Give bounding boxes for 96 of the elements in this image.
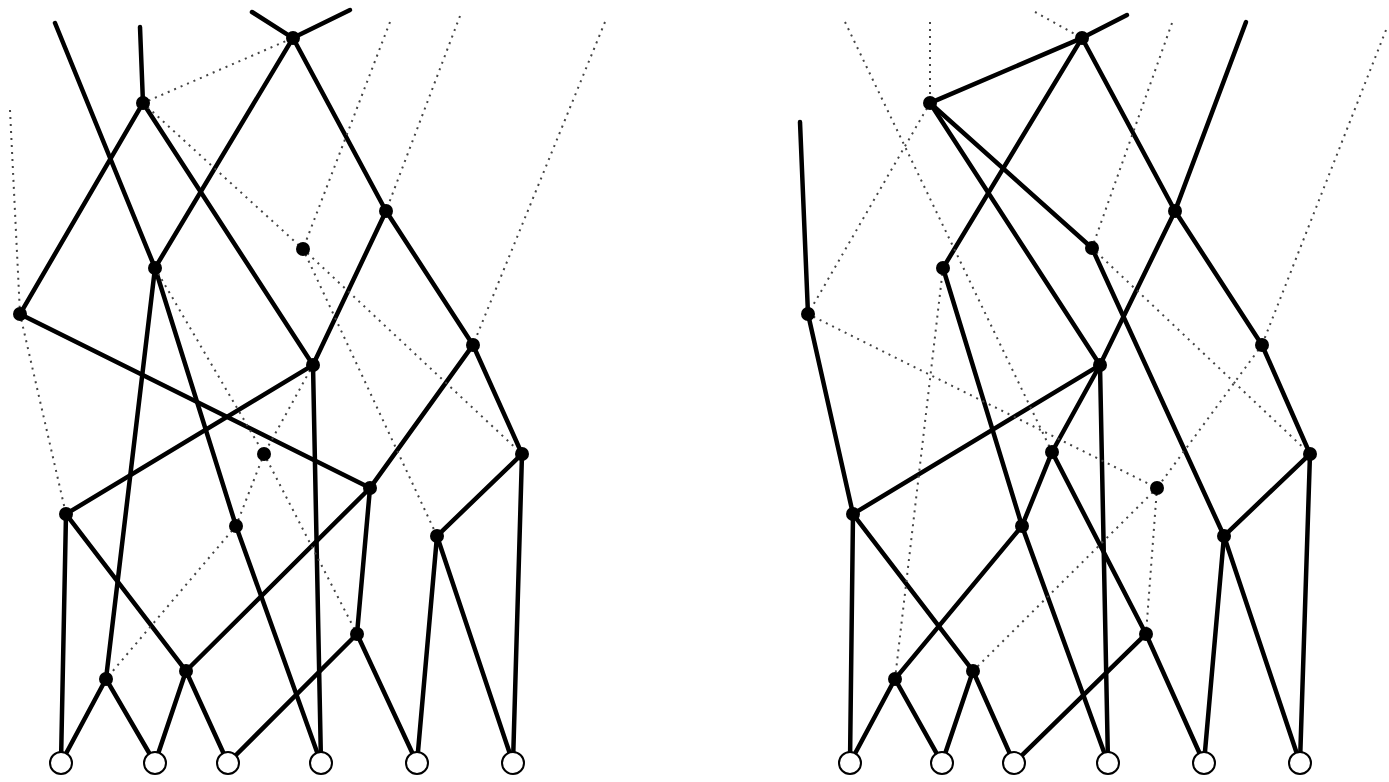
edge-line xyxy=(1174,19,1249,208)
vertex-dot xyxy=(966,664,980,678)
edge-line xyxy=(1262,348,1310,451)
terminal-ring-vertex xyxy=(1002,751,1026,775)
dotted-line xyxy=(9,109,21,309)
edge-line xyxy=(933,38,1079,103)
edge-line xyxy=(1021,529,1107,755)
terminal-ring-vertex xyxy=(1096,751,1120,775)
vertex-dot xyxy=(99,672,113,686)
terminal-ring-vertex xyxy=(49,751,73,775)
terminal-ring-vertex xyxy=(405,751,429,775)
edge-line xyxy=(68,365,311,514)
edge-line xyxy=(1223,539,1299,755)
vertex-dot xyxy=(1015,519,1029,533)
vertex-dot xyxy=(515,447,529,461)
vertex-dot xyxy=(286,31,300,45)
vertex-dot xyxy=(363,481,377,495)
vertex-dot xyxy=(229,519,243,533)
edge-line xyxy=(1052,455,1146,631)
vertex-dot xyxy=(1150,481,1164,495)
edge-line xyxy=(1226,455,1308,535)
edge-line xyxy=(1085,12,1130,38)
vertex-dot xyxy=(430,529,444,543)
terminal-ring-vertex xyxy=(143,751,167,775)
vertex-dot xyxy=(888,672,902,686)
edge-line xyxy=(895,682,939,756)
edge-line xyxy=(855,365,1098,514)
terminal-ring-vertex xyxy=(1288,751,1312,775)
dotted-line xyxy=(1159,348,1260,485)
edge-line xyxy=(387,213,472,343)
edge-line xyxy=(852,682,895,756)
vertex-dot xyxy=(306,358,320,372)
vertex-dot xyxy=(350,627,364,641)
vertex-dot xyxy=(1045,445,1059,459)
edge-line xyxy=(1092,251,1224,533)
terminal-ring-vertex xyxy=(838,751,862,775)
vertex-dot xyxy=(1303,447,1317,461)
edge-line xyxy=(1176,213,1261,343)
edge-line xyxy=(1100,214,1175,362)
vertex-dot xyxy=(1075,31,1089,45)
edge-line xyxy=(313,214,386,362)
edge-line xyxy=(20,105,143,312)
dotted-line xyxy=(304,253,436,532)
edge-line xyxy=(854,516,972,669)
terminal-ring-vertex xyxy=(309,751,333,775)
dotted-line xyxy=(976,491,1154,668)
vertex-dot xyxy=(13,307,27,321)
terminal-ring-vertex xyxy=(216,751,240,775)
vertex-dot xyxy=(1093,358,1107,372)
vertex-dot xyxy=(136,96,150,110)
vertex-dot xyxy=(936,261,950,275)
edge-line xyxy=(188,490,368,669)
vertex-dot xyxy=(846,507,860,521)
vertex-dot xyxy=(801,307,815,321)
vertex-dot xyxy=(923,96,937,110)
vertex-dot xyxy=(1085,241,1099,255)
edge-line xyxy=(155,40,293,266)
vertex-dot xyxy=(1139,627,1153,641)
edge-line xyxy=(296,7,353,38)
dotted-line xyxy=(894,272,944,675)
edge-line xyxy=(943,674,974,755)
edge-line xyxy=(156,674,187,755)
edge-line xyxy=(52,20,155,265)
edge-line xyxy=(1019,635,1144,758)
edge-line xyxy=(439,455,520,535)
vertex-dot xyxy=(257,447,271,461)
vertex-dot xyxy=(59,507,73,521)
terminal-ring-vertex xyxy=(501,751,525,775)
edge-line xyxy=(106,681,152,756)
edge-line xyxy=(943,40,1082,266)
dotted-line xyxy=(237,458,263,522)
edge-line xyxy=(293,41,386,208)
vertex-dot xyxy=(466,338,480,352)
edge-line xyxy=(1022,455,1052,523)
vertex-dot xyxy=(379,204,393,218)
vertex-dot xyxy=(1217,529,1231,543)
vertex-dot xyxy=(1168,204,1182,218)
edge-line xyxy=(249,9,291,38)
vertex-dot xyxy=(179,664,193,678)
terminal-ring-vertex xyxy=(930,751,954,775)
edge-line xyxy=(67,516,185,669)
edge-line xyxy=(436,539,512,755)
edge-line xyxy=(23,314,367,488)
edge-line xyxy=(371,347,472,486)
edge-line xyxy=(63,682,106,756)
edge-line xyxy=(896,528,1021,677)
vertex-dot xyxy=(1255,338,1269,352)
vertex-dot xyxy=(148,261,162,275)
edge-line xyxy=(473,348,522,451)
edge-line xyxy=(1052,368,1100,449)
vertex-dot xyxy=(296,242,310,256)
edge-line xyxy=(233,636,355,758)
edge-line xyxy=(235,529,320,755)
terminal-ring-vertex xyxy=(1192,751,1216,775)
dotted-line xyxy=(1263,29,1387,341)
edge-line xyxy=(1082,41,1175,208)
